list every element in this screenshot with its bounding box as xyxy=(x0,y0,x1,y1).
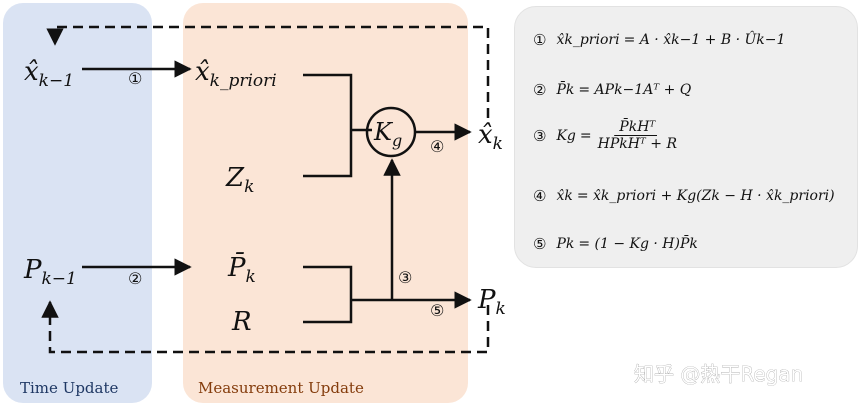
formula-index: ④ xyxy=(533,187,547,205)
measurement-update-panel xyxy=(183,3,468,403)
formula-index: ② xyxy=(533,81,547,99)
formula-fraction: P̄kHᵀ HP̄kHᵀ + R xyxy=(596,119,679,152)
equals-sign: = xyxy=(579,127,592,144)
formula-1: ① x̂k_priori = A · x̂k−1 + B · Ûk−1 xyxy=(533,31,785,49)
label-p-bar: P̄k xyxy=(227,251,256,287)
label-p-prev: Pk−1 xyxy=(23,255,77,289)
step-marker-5: ⑤ xyxy=(430,301,444,320)
fraction-denominator: HP̄kHᵀ + R xyxy=(597,136,677,152)
formula-2: ② P̄k = APk−1Aᵀ + Q xyxy=(533,81,691,99)
formula-index: ① xyxy=(533,31,547,49)
fraction-numerator: P̄kHᵀ xyxy=(617,119,658,136)
measurement-update-label: Measurement Update xyxy=(198,379,364,397)
step-marker-2: ② xyxy=(128,269,142,288)
label-x-priori: x̂k_priori xyxy=(195,57,277,91)
label-kg: Kg xyxy=(373,118,402,150)
label-x-prev: x̂k−1 xyxy=(24,57,74,91)
step-marker-4: ④ xyxy=(430,137,444,156)
time-update-panel xyxy=(3,3,152,403)
bracket-xpriori-zk xyxy=(303,73,353,178)
label-z-k: Zk xyxy=(225,163,254,197)
formula-expr: = A · x̂k−1 + B · Ûk−1 xyxy=(623,32,786,48)
formula-5: ⑤ Pk = (1 − Kg · H)P̄k xyxy=(533,235,698,253)
formula-lhs: x̂k_priori xyxy=(556,32,620,48)
formula-lhs: Pk xyxy=(556,236,575,252)
time-update-label: Time Update xyxy=(20,379,118,397)
label-r: R xyxy=(231,307,252,337)
feedback-loop-bottom xyxy=(41,300,490,354)
label-p-k: Pk xyxy=(477,285,506,319)
watermark: 知乎 @热干Regan xyxy=(634,362,803,386)
formula-4: ④ x̂k = x̂k_priori + Kg(Zk − H · x̂k_pri… xyxy=(533,187,835,205)
step-marker-3: ③ xyxy=(398,268,412,287)
label-x-k: x̂k xyxy=(478,120,503,154)
formula-3: ③ Kg = P̄kHᵀ HP̄kHᵀ + R xyxy=(533,119,679,152)
formula-lhs: P̄k xyxy=(556,82,575,98)
feedback-loop-top xyxy=(46,25,490,118)
formula-expr: = x̂k_priori + Kg(Zk − H · x̂k_priori) xyxy=(576,188,835,204)
formula-lhs: x̂k xyxy=(556,188,573,204)
formula-expr: = APk−1Aᵀ + Q xyxy=(578,82,692,98)
step-marker-1: ① xyxy=(128,69,142,88)
bracket-pbar-r xyxy=(303,265,353,324)
formula-panel: ① x̂k_priori = A · x̂k−1 + B · Ûk−1 ② P̄… xyxy=(514,6,858,268)
formula-index: ③ xyxy=(533,126,547,145)
formula-index: ⑤ xyxy=(533,235,547,253)
formula-lhs: Kg xyxy=(556,127,576,144)
formula-expr: = (1 − Kg · H)P̄k xyxy=(578,236,698,252)
